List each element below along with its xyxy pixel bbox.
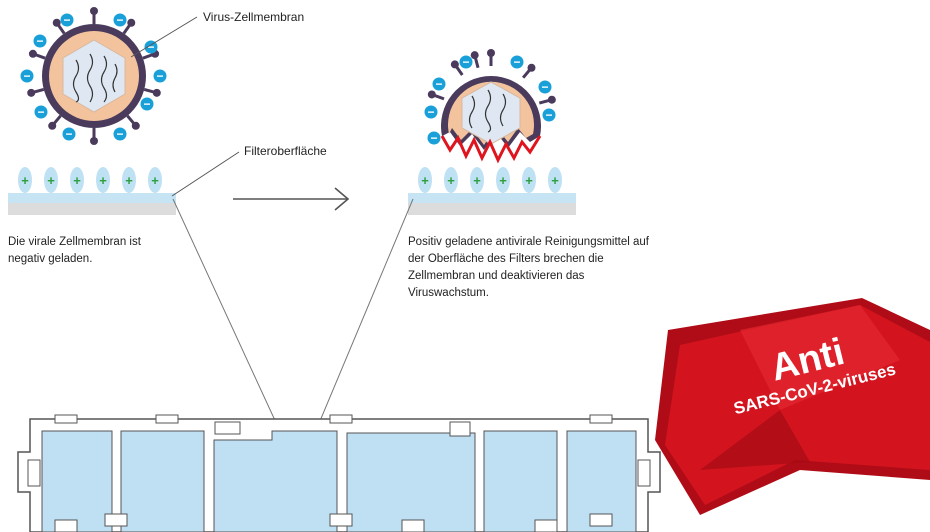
positive-charge-icon [444, 167, 458, 193]
positive-charge-icon [44, 167, 58, 193]
spike-head [48, 121, 57, 130]
negative-charge-icon [459, 55, 473, 69]
negative-charge-icon [60, 13, 74, 27]
zoom-line-right [311, 198, 414, 441]
negative-charge-icon [33, 34, 47, 48]
filter-cell [213, 430, 338, 532]
negative-charge-icon [424, 105, 438, 119]
spike-head [127, 18, 136, 27]
negative-charge-icon [62, 127, 76, 141]
process-arrow [233, 187, 350, 211]
spike-head [28, 49, 37, 58]
spike-head [90, 7, 98, 15]
negative-charge-symbol: − [23, 69, 30, 83]
negative-charge-symbol: − [147, 40, 154, 54]
negative-charge-icon [432, 77, 446, 91]
rupture-line [440, 134, 542, 164]
negative-charge-symbol: − [65, 127, 72, 141]
negative-charge-symbol: − [545, 108, 552, 122]
negative-charge-symbol: − [143, 97, 150, 111]
positive-charge-symbol: + [73, 173, 81, 188]
negative-charge-icon [20, 69, 34, 83]
filter-cell [41, 430, 113, 532]
filter-cell [120, 430, 205, 532]
negative-charge-icon [34, 105, 48, 119]
virus-ruptured: −−−−−−− [424, 49, 556, 164]
negative-charge-icon [153, 69, 167, 83]
virus-capsid [62, 39, 126, 113]
positive-charge-symbol: + [421, 173, 429, 188]
positive-charge-symbol: + [21, 173, 29, 188]
spike-head [52, 18, 61, 27]
membrane-label: Virus-Zellmembran [203, 10, 305, 24]
spike-head [527, 63, 536, 72]
positive-charge-icon [418, 167, 432, 193]
anti-virus-badge [655, 298, 930, 515]
spike-head [450, 60, 459, 69]
negative-charge-symbol: − [541, 80, 548, 94]
virus-intact: −−−−−−−−−− [20, 7, 167, 145]
negative-charge-symbol: − [462, 55, 469, 69]
positive-charge-icon [70, 167, 84, 193]
positive-charge-icon [122, 167, 136, 193]
air-filter [17, 414, 661, 532]
caption-left: Die virale Zellmembran ist negativ gelad… [8, 236, 141, 265]
positive-charge-icon [96, 167, 110, 193]
positive-charge-icon [148, 167, 162, 193]
negative-charge-icon [113, 127, 127, 141]
positive-charge-symbol: + [125, 173, 133, 188]
spike-head [487, 49, 495, 57]
filter-cell [483, 430, 558, 532]
positive-charge-icon [496, 167, 510, 193]
positive-charge-symbol: + [151, 173, 159, 188]
negative-charge-symbol: − [36, 34, 43, 48]
negative-charge-icon [427, 131, 441, 145]
negative-charge-symbol: − [63, 13, 70, 27]
positive-charge-symbol: + [551, 173, 559, 188]
negative-charge-icon [140, 97, 154, 111]
filter-cell [346, 432, 476, 532]
membrane-callout-line [130, 16, 198, 58]
negative-charge-symbol: − [156, 69, 163, 83]
surface-callout-line [171, 151, 240, 197]
spike-head [427, 90, 436, 99]
negative-charge-icon [538, 80, 552, 94]
positive-charge-icon [470, 167, 484, 193]
negative-charge-symbol: − [427, 105, 434, 119]
spike-head [470, 51, 479, 60]
positive-charge-symbol: + [499, 173, 507, 188]
negative-charge-symbol: − [116, 13, 123, 27]
negative-charge-icon [510, 55, 524, 69]
negative-charge-symbol: − [37, 105, 44, 119]
positive-charge-symbol: + [47, 173, 55, 188]
caption-right: Positiv geladene antivirale Reinigungsmi… [408, 236, 650, 299]
zoom-line-left [172, 198, 285, 441]
positive-charge-icon [18, 167, 32, 193]
positive-charge-symbol: + [473, 173, 481, 188]
negative-charge-icon [144, 40, 158, 54]
positive-charge-icon [548, 167, 562, 193]
negative-charge-symbol: − [430, 131, 437, 145]
spike-head [131, 121, 140, 130]
spike-head [27, 88, 36, 97]
surface-label: Filteroberfläche [244, 144, 327, 158]
positive-charge-symbol: + [525, 173, 533, 188]
negative-charge-icon [113, 13, 127, 27]
filter-surface-left: + + + + + + [8, 167, 176, 215]
filter-surface-right: + + + + + + [408, 167, 576, 215]
positive-charge-icon [522, 167, 536, 193]
negative-charge-icon [542, 108, 556, 122]
spike-head [90, 137, 98, 145]
spike-head [152, 88, 161, 97]
spike-head [547, 95, 556, 104]
negative-charge-symbol: − [435, 77, 442, 91]
positive-charge-symbol: + [99, 173, 107, 188]
negative-charge-symbol: − [513, 55, 520, 69]
negative-charge-symbol: − [116, 127, 123, 141]
positive-charge-symbol: + [447, 173, 455, 188]
